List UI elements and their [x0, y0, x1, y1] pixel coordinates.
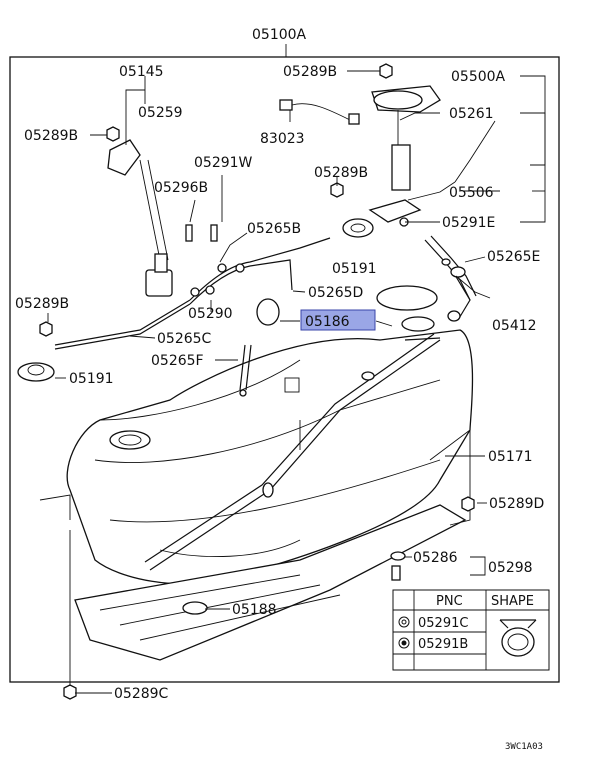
label-05289B-top: 05289B	[283, 64, 337, 80]
fuel-pump-module	[368, 85, 441, 227]
gasket-parts	[17, 63, 475, 700]
label-05145: 05145	[119, 64, 164, 80]
label-05191-left: 05191	[69, 371, 114, 387]
label-05291E: 05291E	[442, 215, 495, 231]
label-05186[interactable]: 05186	[305, 314, 350, 330]
table-header-shape: SHAPE	[491, 594, 534, 609]
label-05265B: 05265B	[247, 221, 301, 237]
table-header-pnc: PNC	[436, 594, 463, 609]
label-05261: 05261	[449, 106, 494, 122]
table-row-05291B: 05291B	[418, 637, 468, 652]
label-05171: 05171	[488, 449, 533, 465]
table-row-05291C: 05291C	[418, 616, 468, 631]
fuel-tank-illustration	[39, 329, 474, 661]
label-05296B: 05296B	[154, 180, 208, 196]
label-05188: 05188	[232, 602, 277, 618]
label-05298: 05298	[488, 560, 533, 576]
label-05500A: 05500A	[451, 69, 506, 85]
fuel-sender-unit	[107, 139, 173, 297]
label-05412: 05412	[492, 318, 537, 334]
label-05265F: 05265F	[151, 353, 204, 369]
label-05506: 05506	[449, 185, 494, 201]
label-05289B-mid: 05289B	[314, 165, 368, 181]
vent-hoses	[54, 237, 331, 397]
label-05290: 05290	[188, 306, 233, 322]
diagram-title: 05100A	[252, 27, 307, 43]
label-83023: 83023	[260, 131, 305, 147]
row-marker-05291C	[398, 616, 410, 628]
row-marker-05291B	[398, 637, 410, 649]
label-05259: 05259	[138, 105, 183, 121]
filler-neck-parts	[376, 235, 477, 341]
label-05265C: 05265C	[157, 331, 212, 347]
wiring-harness	[279, 99, 360, 125]
label-05289D: 05289D	[489, 496, 544, 512]
label-05289B-low: 05289B	[15, 296, 69, 312]
leader-lines	[47, 70, 546, 694]
pnc-shape-table: PNC SHAPE 05291C 05291B	[392, 589, 550, 671]
label-05291W: 05291W	[194, 155, 253, 171]
highlight-05186	[300, 309, 376, 331]
label-05265D: 05265D	[308, 285, 363, 301]
label-05289B-left: 05289B	[24, 128, 78, 144]
label-05289C: 05289C	[114, 686, 169, 702]
footer-reference: 3WC1A03	[505, 742, 543, 752]
label-05265E: 05265E	[487, 249, 540, 265]
label-05286: 05286	[413, 550, 458, 566]
diagram-frame	[9, 56, 560, 683]
label-05191-mid: 05191	[332, 261, 377, 277]
hose-clamp-icon	[499, 619, 537, 657]
